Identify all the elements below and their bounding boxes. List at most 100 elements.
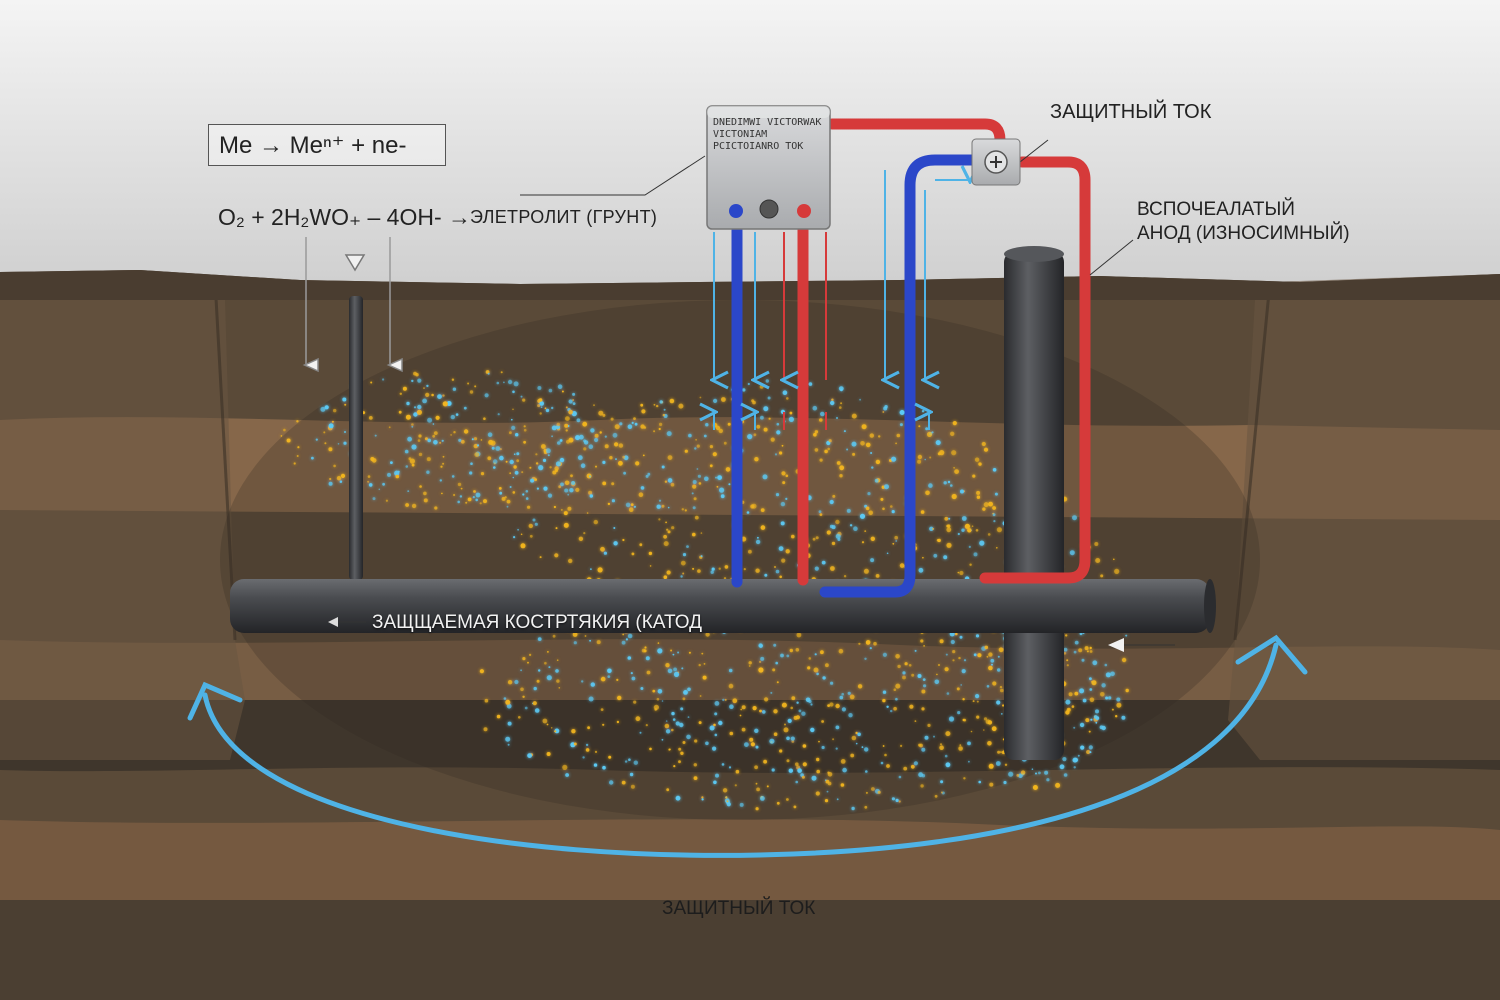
ion-particle xyxy=(819,513,823,516)
ion-particle xyxy=(573,641,577,645)
ion-particle xyxy=(678,747,682,751)
ion-particle xyxy=(999,751,1002,754)
ion-particle xyxy=(507,379,513,385)
ion-particle xyxy=(775,569,780,574)
ion-particle xyxy=(705,423,709,427)
ion-particle xyxy=(680,560,686,566)
ion-particle xyxy=(827,772,833,777)
ion-particle xyxy=(555,461,561,467)
ion-particle xyxy=(827,704,830,707)
ion-particle xyxy=(986,655,989,658)
ion-particle xyxy=(523,428,527,432)
ion-particle xyxy=(562,764,568,771)
ion-particle xyxy=(925,427,929,431)
ion-particle xyxy=(388,426,391,429)
ion-particle xyxy=(581,680,584,683)
protective-current-label-bottom: ЗАЩИТНЫЙ ТОК xyxy=(662,898,816,919)
ion-particle xyxy=(972,700,975,703)
ion-particle xyxy=(718,428,723,434)
ion-particle xyxy=(839,474,843,478)
ion-particle xyxy=(422,398,427,404)
ion-particle xyxy=(780,521,785,526)
ion-particle xyxy=(1059,764,1065,770)
ion-particle xyxy=(583,532,586,535)
cathodic-reaction-equation: O₂ + 2H₂WO₊ – 4OH- → xyxy=(218,204,472,230)
ion-particle xyxy=(886,764,890,768)
ion-particle xyxy=(950,484,953,487)
ion-particle xyxy=(870,536,875,541)
ion-particle xyxy=(522,657,526,661)
ion-particle xyxy=(328,447,333,452)
ion-particle xyxy=(320,406,326,412)
ion-particle xyxy=(835,747,838,750)
ion-particle xyxy=(1066,664,1069,667)
ion-particle xyxy=(996,547,998,549)
ion-particle xyxy=(783,727,789,733)
ion-particle xyxy=(505,736,511,742)
ion-particle xyxy=(453,493,456,497)
ion-particle xyxy=(830,400,835,406)
ion-particle xyxy=(728,668,733,673)
ion-particle xyxy=(882,690,887,694)
ion-particle xyxy=(594,750,598,754)
ion-particle xyxy=(593,763,598,767)
ion-particle xyxy=(460,487,463,490)
ion-particle xyxy=(995,761,1001,766)
ion-particle xyxy=(647,472,651,476)
ion-particle xyxy=(968,545,971,549)
ion-particle xyxy=(997,655,1000,658)
ion-particle xyxy=(700,532,703,534)
ion-particle xyxy=(882,507,885,511)
ion-particle xyxy=(491,446,495,450)
ion-particle xyxy=(411,425,414,428)
ion-particle xyxy=(891,510,895,514)
ion-particle xyxy=(796,701,799,704)
ion-particle xyxy=(529,534,533,538)
ion-particle xyxy=(411,423,414,426)
ion-particle xyxy=(983,502,989,508)
ion-particle xyxy=(465,501,468,504)
ion-particle xyxy=(890,709,893,713)
ion-particle xyxy=(776,422,780,426)
ion-particle xyxy=(534,522,538,526)
ion-particle xyxy=(890,505,893,508)
ion-particle xyxy=(983,729,985,731)
ion-particle xyxy=(522,398,526,402)
ion-particle xyxy=(469,390,474,394)
ion-particle xyxy=(786,654,790,658)
ion-particle xyxy=(880,497,884,501)
ion-particle xyxy=(661,504,665,508)
ion-particle xyxy=(976,495,981,499)
ion-particle xyxy=(956,687,960,691)
ion-particle xyxy=(1004,763,1008,766)
ion-particle xyxy=(898,775,902,779)
ion-particle xyxy=(713,780,717,785)
ion-particle xyxy=(450,414,455,420)
red-current-arrows xyxy=(784,232,827,430)
ion-particle xyxy=(884,753,887,757)
ion-particle xyxy=(765,379,769,383)
cathode-label-arrow xyxy=(328,617,338,627)
ion-particle xyxy=(630,784,635,789)
ion-particle xyxy=(1080,745,1085,750)
ion-particle xyxy=(987,720,993,725)
ion-particle xyxy=(864,805,868,809)
ion-particle xyxy=(624,760,628,763)
ion-particle xyxy=(411,503,417,509)
ion-particle xyxy=(865,640,871,645)
ion-particle xyxy=(821,720,824,723)
ion-particle xyxy=(748,665,751,667)
ion-particle xyxy=(643,426,647,429)
ion-particle xyxy=(989,782,994,787)
ion-particle xyxy=(943,481,947,485)
ion-particle xyxy=(951,493,957,500)
ion-particle xyxy=(585,743,589,747)
ion-particle xyxy=(589,494,593,498)
ion-particle xyxy=(787,718,792,724)
ion-particle xyxy=(711,567,715,571)
ion-particle xyxy=(768,417,771,420)
ion-particle xyxy=(512,491,516,494)
ion-particle xyxy=(555,527,558,530)
ion-particle xyxy=(759,709,762,713)
